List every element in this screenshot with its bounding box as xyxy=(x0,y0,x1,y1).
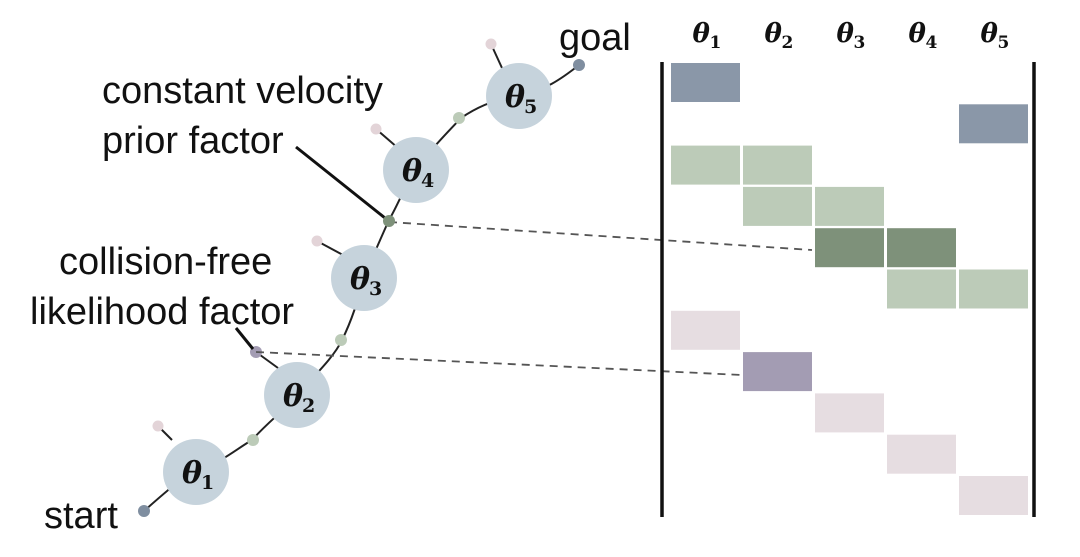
state-node-circle xyxy=(486,63,552,129)
start-label: start xyxy=(44,495,118,537)
matrix-header-subscript: 4 xyxy=(926,33,938,53)
state-node-label: θ xyxy=(505,80,525,115)
state-node-4: θ4 xyxy=(383,137,449,203)
collision-stem xyxy=(485,38,503,69)
velocity-factor-dot xyxy=(383,215,395,227)
state-node-label: θ xyxy=(182,456,202,491)
state-node-5: θ5 xyxy=(486,63,552,129)
collision-stem xyxy=(370,123,399,149)
matrix-header-subscript: 2 xyxy=(782,33,794,53)
state-node-subscript: 1 xyxy=(201,472,214,494)
cv-factor-connector xyxy=(388,221,813,251)
cf-factor-pointer xyxy=(234,327,255,350)
cf-factor-label-line1: collision-free xyxy=(59,241,272,283)
matrix-cell-velocity xyxy=(671,145,740,185)
matrix-cell-velocity-highlight xyxy=(887,228,956,268)
matrix-cell-collision xyxy=(887,434,956,474)
state-node-label: θ xyxy=(283,379,303,414)
velocity-factor-dot xyxy=(247,434,259,446)
matrix-cell-velocity xyxy=(815,186,884,226)
matrix-header-subscript: 5 xyxy=(998,33,1010,53)
state-node-1: θ1 xyxy=(163,439,229,505)
matrix-cell-collision xyxy=(959,476,1028,515)
velocity-factor-dots xyxy=(247,112,465,446)
state-node-circle xyxy=(264,362,330,428)
collision-factor-dot xyxy=(485,38,497,50)
cv-factor-pointer xyxy=(295,145,386,220)
matrix-header-symbol: θ xyxy=(693,19,711,49)
cf-factor-label-line2: likelihood factor xyxy=(30,291,294,333)
collision-factor-dot xyxy=(152,420,164,432)
matrix-header-subscript: 3 xyxy=(854,33,866,53)
collision-stem xyxy=(152,420,173,441)
matrix-header-symbol: θ xyxy=(765,19,783,49)
state-node-subscript: 4 xyxy=(421,170,434,192)
matrix-cell-velocity xyxy=(743,186,812,226)
start-point xyxy=(138,505,150,517)
state-node-2: θ2 xyxy=(264,362,330,428)
state-node-subscript: 3 xyxy=(369,278,382,300)
matrix-cell-collision xyxy=(815,393,884,433)
matrix-header-symbol: θ xyxy=(837,19,855,49)
matrix-cell-prior xyxy=(959,104,1028,144)
matrix-cell-collision xyxy=(671,310,740,350)
cv-factor-label-line1: constant velocity xyxy=(102,70,383,112)
cf-factor-connector xyxy=(255,351,743,376)
state-node-label: θ xyxy=(350,262,370,297)
state-node-circle xyxy=(383,137,449,203)
matrix-header-subscript: 1 xyxy=(710,33,722,53)
matrix-header-symbol: θ xyxy=(981,19,999,49)
collision-factor-dot xyxy=(370,123,382,135)
state-node-subscript: 2 xyxy=(302,395,315,417)
cv-factor-label-line2: prior factor xyxy=(102,120,284,162)
state-node-circle xyxy=(331,245,397,311)
matrix-cell-collision-highlight xyxy=(743,352,812,392)
velocity-factor-dot xyxy=(335,334,347,346)
collision-factor-dot xyxy=(311,235,323,247)
state-node-circle xyxy=(163,439,229,505)
matrix-header-symbol: θ xyxy=(909,19,927,49)
state-node-3: θ3 xyxy=(331,245,397,311)
collision-stem xyxy=(250,346,279,369)
matrix-cell-prior xyxy=(671,63,740,102)
collision-stem xyxy=(311,235,344,256)
matrix-cell-velocity xyxy=(887,269,956,309)
matrix-cell-velocity xyxy=(743,145,812,185)
matrix-cell-velocity xyxy=(959,269,1028,309)
goal-point xyxy=(573,59,585,71)
goal-label: goal xyxy=(559,17,631,59)
matrix-cell-velocity-highlight xyxy=(815,228,884,268)
state-node-subscript: 5 xyxy=(524,96,537,118)
state-node-label: θ xyxy=(402,154,422,189)
velocity-factor-dot xyxy=(453,112,465,124)
matrix-cells xyxy=(671,63,1028,515)
